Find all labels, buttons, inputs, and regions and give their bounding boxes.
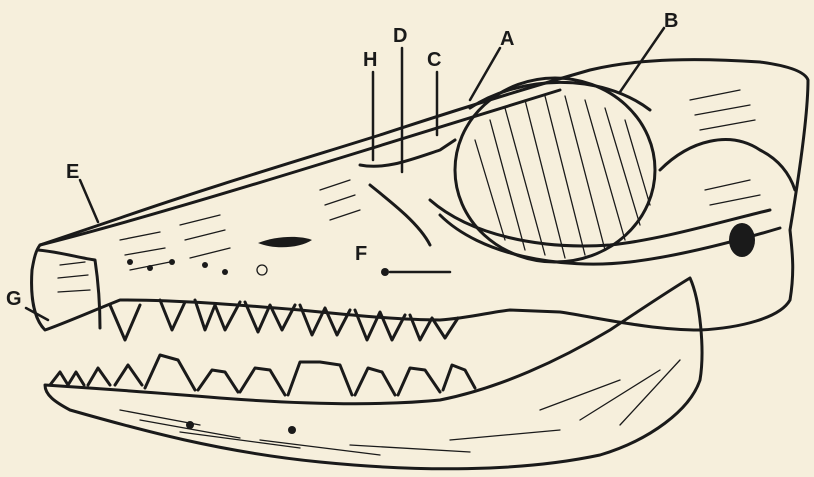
label-G: G	[6, 288, 22, 310]
label-E: E	[66, 161, 79, 183]
small-foramen	[257, 265, 267, 275]
orbit-hatching	[475, 96, 650, 258]
mandible-outline	[45, 278, 702, 469]
leader-E	[80, 180, 98, 222]
nasal-line	[40, 90, 560, 245]
label-H: H	[363, 49, 377, 71]
orbit	[455, 78, 655, 262]
label-F: F	[355, 243, 367, 265]
label-D: D	[393, 25, 407, 47]
zygomatic-arch	[430, 200, 770, 246]
premaxilla-outline	[38, 250, 100, 328]
label-B: B	[664, 10, 678, 32]
snout-hatching	[58, 90, 760, 292]
leader-A	[470, 48, 500, 100]
cranial-suture	[660, 140, 795, 190]
mental-foramen	[186, 421, 194, 429]
lacrimal-foramen	[381, 268, 389, 276]
auditory-opening	[729, 223, 755, 257]
maxilla-suture	[370, 185, 430, 245]
mandible-hatching	[120, 360, 680, 455]
infraorbital-foramen	[258, 237, 312, 247]
label-A: A	[500, 28, 514, 50]
label-C: C	[427, 49, 441, 71]
mental-foramen-2	[288, 426, 296, 434]
